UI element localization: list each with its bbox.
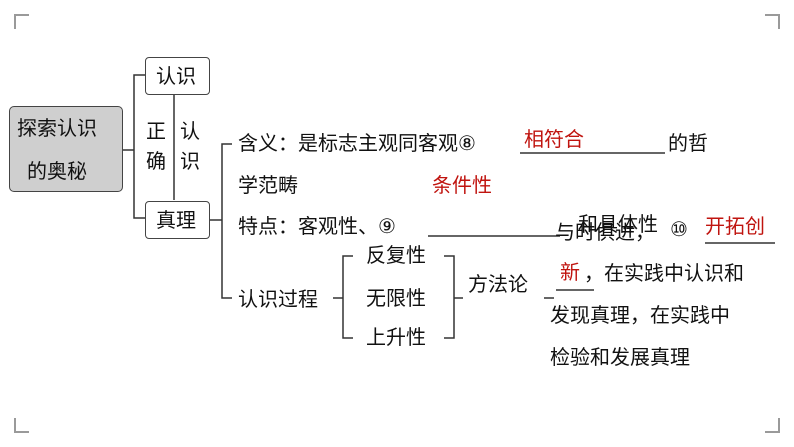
method-desc-1: ，在实践中认识和 xyxy=(584,261,744,285)
root-label-line1: 探索认识 xyxy=(17,116,97,140)
zhengque-char1: 正 xyxy=(146,119,166,143)
process-bracket xyxy=(342,255,353,339)
frame-corner-bottom-right xyxy=(765,418,780,433)
method-desc-2: 发现真理，在实践中 xyxy=(550,303,730,327)
process-item-3: 上升性 xyxy=(366,325,426,349)
num-10: ⑩ xyxy=(670,217,688,241)
process-label: 认识过程 xyxy=(238,287,318,311)
frame-corner-top-left xyxy=(14,14,29,29)
renshi-v-char1: 认 xyxy=(180,119,200,143)
answer-10-cont: 新 xyxy=(560,260,580,284)
answer-10: 开拓创 xyxy=(705,214,765,238)
zhenli-bracket xyxy=(221,143,232,299)
zhengque-char2: 确 xyxy=(146,149,166,173)
renshi-node xyxy=(145,57,210,95)
answer-9: 条件性 xyxy=(432,173,492,197)
features-label: 特点：客观性、⑨ xyxy=(238,214,396,238)
frame-corner-bottom-left xyxy=(14,418,29,433)
answer-8: 相符合 xyxy=(524,127,584,151)
process-item-1: 反复性 xyxy=(366,243,426,267)
process-item-2: 无限性 xyxy=(366,286,426,310)
method-desc-3: 检验和发展真理 xyxy=(550,345,690,369)
zhenli-label: 真理 xyxy=(156,208,196,232)
zhenli-node xyxy=(145,201,210,239)
frame-corner-top-right xyxy=(765,14,780,29)
features-overlap: 与时俱进， xyxy=(555,220,655,244)
renshi-label: 认识 xyxy=(156,64,196,88)
root-label-line2: 的奥秘 xyxy=(27,159,87,183)
root-bracket xyxy=(133,74,145,219)
features-overlap2: 和具体性 xyxy=(578,212,658,236)
items-bracket xyxy=(444,255,455,339)
method-label: 方法论 xyxy=(468,272,528,296)
meaning-tail: 的哲 xyxy=(668,131,708,155)
renshi-v-char2: 识 xyxy=(180,149,200,173)
root-node xyxy=(9,106,123,192)
meaning-line2: 学范畴 xyxy=(238,173,298,197)
meaning-label: 含义：是标志主观同客观⑧ xyxy=(238,131,476,155)
